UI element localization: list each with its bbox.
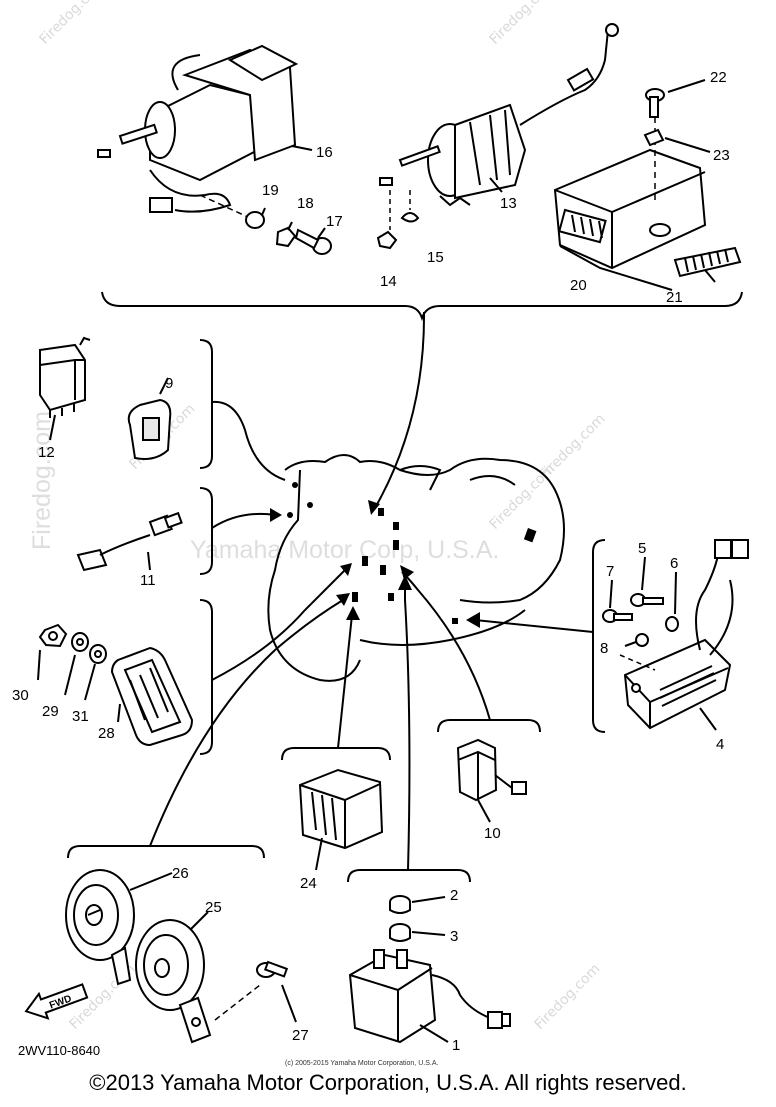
watermark-top-center: Firedog.com [487,0,559,48]
watermark-bottom-right: Firedog.com [532,961,604,1033]
leader-11 [211,512,276,529]
part-9-switch [127,398,172,460]
label-20: 20 [570,277,587,294]
label-13: 13 [500,195,517,212]
leader-13 [489,177,503,193]
label-28: 28 [98,725,115,742]
leader-16 [291,145,313,151]
label-12: 12 [38,444,55,461]
label-11: 11 [140,572,156,589]
watermark-right: Firedog.com [537,411,609,483]
label-29: 29 [42,703,59,720]
part-30-nut [38,623,68,648]
part-26-horn [65,869,135,986]
label-30: 30 [12,687,29,704]
part-6-washer [665,616,679,632]
part-27-bolt [256,960,289,978]
part-12-relay [39,336,91,418]
part-8-washer [635,633,649,647]
label-2: 2 [450,887,458,904]
label-26: 26 [172,865,189,882]
label-7: 7 [606,563,614,580]
bracket-10 [437,719,541,733]
watermark-top-left: Firedog.com [37,0,109,48]
leader-1 [404,585,411,871]
label-15: 15 [427,249,444,266]
bracket-1 [347,869,471,883]
part-labels: 1 2 3 4 5 6 7 8 9 10 11 12 13 14 15 16 1… [12,69,730,1054]
label-14: 14 [380,273,397,290]
part-21-connector-plate [673,246,742,278]
label-8: 8 [600,640,608,657]
leader-4 [474,619,594,633]
part-4-rectifier [623,539,749,730]
part-29-washer [71,632,89,652]
label-4: 4 [716,736,724,753]
label-27: 27 [292,1027,309,1044]
leader-10 [401,571,491,721]
label-1: 1 [452,1037,460,1054]
part-15-washer [400,212,420,223]
leader-28 [211,569,346,681]
motorcycle-silhouette [267,454,565,682]
bracket-horns [67,845,265,859]
label-24: 24 [300,875,317,892]
label-3: 3 [450,928,458,945]
label-25: 25 [205,899,222,916]
label-6: 6 [670,555,678,572]
top-group-bracket [101,291,743,322]
label-5: 5 [638,540,646,557]
part-24-flasher [298,768,384,850]
label-16: 16 [316,144,333,161]
parts-17-18-19-fasteners [199,194,332,255]
label-19: 19 [262,182,279,199]
leader-24 [337,614,353,749]
label-18: 18 [297,195,314,212]
label-22: 22 [710,69,727,86]
bracket-left-2 [199,487,213,575]
part-3-cap [389,923,411,942]
part-14-nut [376,230,398,250]
label-21: 21 [666,289,683,306]
label-31: 31 [72,708,89,725]
part-5-bolt [630,593,664,607]
part-22-bolt [645,88,665,118]
part-25-horn [135,919,212,1044]
part-16-motor [97,44,299,213]
label-23: 23 [713,147,730,164]
leader-20 [559,245,673,291]
part-2-cap [389,895,411,914]
part-20-cdi-unit [553,148,707,270]
bracket-left-1 [199,339,213,469]
leader-horns [149,599,344,847]
leader-9-12 [211,400,286,481]
label-17: 17 [326,213,343,230]
part-13-actuator [379,23,619,207]
part-1-starter-relay [348,949,511,1044]
part-31-washer [89,644,107,664]
label-10: 10 [484,825,501,842]
part-28-reflector [110,646,194,747]
part-7-bolt [602,609,633,623]
part-23-collar [643,128,665,147]
bracket-right [592,539,606,733]
part-10-relay [456,738,527,802]
small-copyright: (c) 2005-2015 Yamaha Motor Corporation, … [285,1060,438,1067]
part-11-sensor [76,511,183,572]
diagram-code: 2WV110-8640 [18,1043,100,1058]
leader-21 [704,269,716,283]
arrow-top [374,311,426,509]
footer-copyright: ©2013 Yamaha Motor Corporation, U.S.A. A… [89,1070,687,1095]
watermark-center: Yamaha Motor Corp, U.S.A. [190,536,499,564]
bracket-left-3 [199,599,213,755]
bracket-24 [281,747,391,761]
label-9: 9 [165,375,173,392]
